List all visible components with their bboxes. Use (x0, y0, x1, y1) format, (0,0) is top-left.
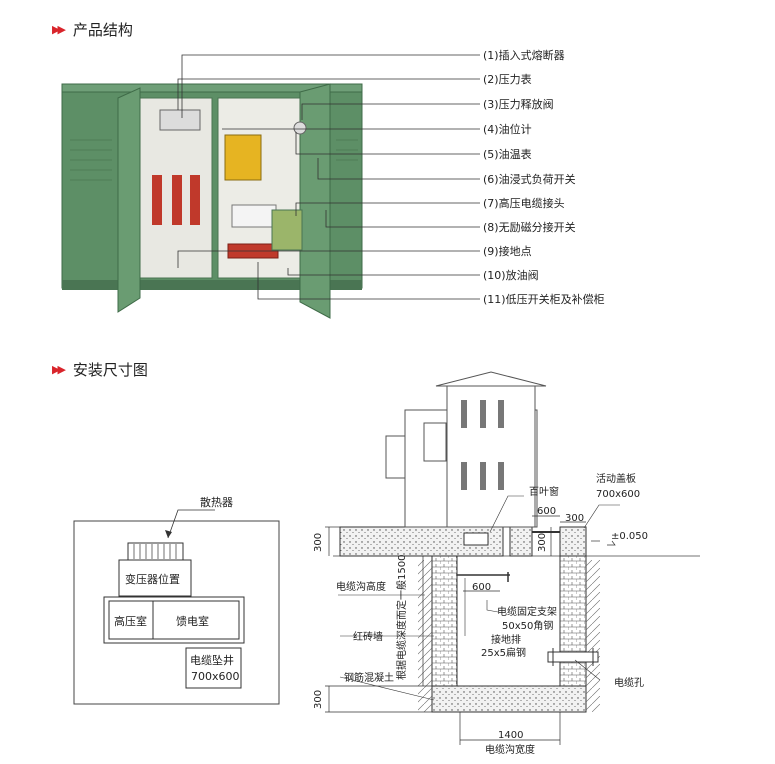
depth-note: 根据电缆深度而定一般1500 (395, 555, 408, 680)
transformer-coil (224, 134, 262, 181)
section-view (325, 371, 700, 745)
section-title: 产品结构 (72, 21, 133, 39)
callout-pressure-gauge: (2)压力表 (483, 73, 532, 86)
double-arrow-icon: ▶▶ (52, 23, 66, 36)
callout-load-switch: (6)油浸式负荷开关 (483, 173, 576, 186)
left-door (117, 87, 141, 313)
cable-well (185, 647, 242, 689)
dim-600-mid: 600 (472, 582, 491, 593)
callout-drain-valve: (10)放油阀 (483, 269, 539, 282)
brick-wall-left (431, 555, 458, 687)
section-title: 安装尺寸图 (72, 361, 148, 379)
plan-view (73, 509, 280, 705)
ground-bar-label: 接地排 (491, 633, 521, 646)
feeder-room-label: 馈电室 (176, 614, 209, 628)
louver-opening (463, 532, 489, 546)
callout-oil-level: (4)油位计 (483, 123, 532, 136)
transformer-position (118, 559, 192, 597)
brick-wall-right (559, 555, 587, 687)
dim-300-right: 300 (537, 533, 548, 552)
radiator-label: 散热器 (200, 495, 233, 509)
level-mark: ±0.050 (611, 531, 648, 542)
callout-lv-cabinet: (11)低压开关柜及补偿柜 (483, 293, 605, 306)
louver-label: 百叶窗 (529, 485, 559, 498)
concrete-label: 钢筋混凝土 (344, 671, 394, 684)
hv-room-label: 高压室 (114, 614, 147, 628)
dim-300-bottom: 300 (313, 690, 324, 709)
concrete-floor (431, 685, 587, 713)
callout-hv-connector: (7)高压电缆接头 (483, 197, 565, 210)
brick-wall-label: 红砖墙 (353, 630, 383, 643)
dim-300-top: 300 (565, 513, 584, 524)
section-header-structure: ▶▶ 产品结构 (52, 19, 133, 40)
callout-oil-temp: (5)油温表 (483, 148, 532, 161)
ground-spec: 25x5扁钢 (481, 646, 526, 659)
cable-hole-label: 电缆孔 (614, 676, 644, 689)
trench-width-label: 电缆沟宽度 (485, 743, 535, 756)
width-dim: 1400 (498, 730, 523, 741)
double-arrow-icon: ▶▶ (52, 363, 66, 376)
callout-ground-point: (9)接地点 (483, 245, 532, 258)
trench-height-label: 电缆沟高度 (336, 580, 386, 593)
bracket-spec: 50x50角钢 (502, 619, 553, 632)
dim-600-top: 600 (537, 506, 556, 517)
callout-fuse: (1)插入式熔断器 (483, 49, 565, 62)
cover-size: 700x600 (596, 489, 640, 500)
callout-relief-valve: (3)压力释放阀 (483, 98, 554, 111)
callout-tap-changer: (8)无励磁分接开关 (483, 221, 576, 234)
bracket-label: 电缆固定支架 (497, 605, 557, 618)
dim-300-left: 300 (313, 533, 324, 552)
section-header-install: ▶▶ 安装尺寸图 (52, 359, 148, 380)
cable-well-size: 700x600 (191, 670, 240, 683)
cable-well-label: 电缆坠井 (190, 653, 234, 667)
cabinet-roof (61, 83, 363, 93)
cable-hole (547, 651, 599, 663)
cover-label: 活动盖板 (596, 472, 636, 485)
housing-roof (435, 371, 547, 387)
radiator (127, 542, 184, 561)
transformer-label: 变压器位置 (125, 572, 180, 586)
cabinet-base (62, 280, 362, 290)
plan-outline (73, 520, 280, 705)
housing (446, 384, 536, 528)
